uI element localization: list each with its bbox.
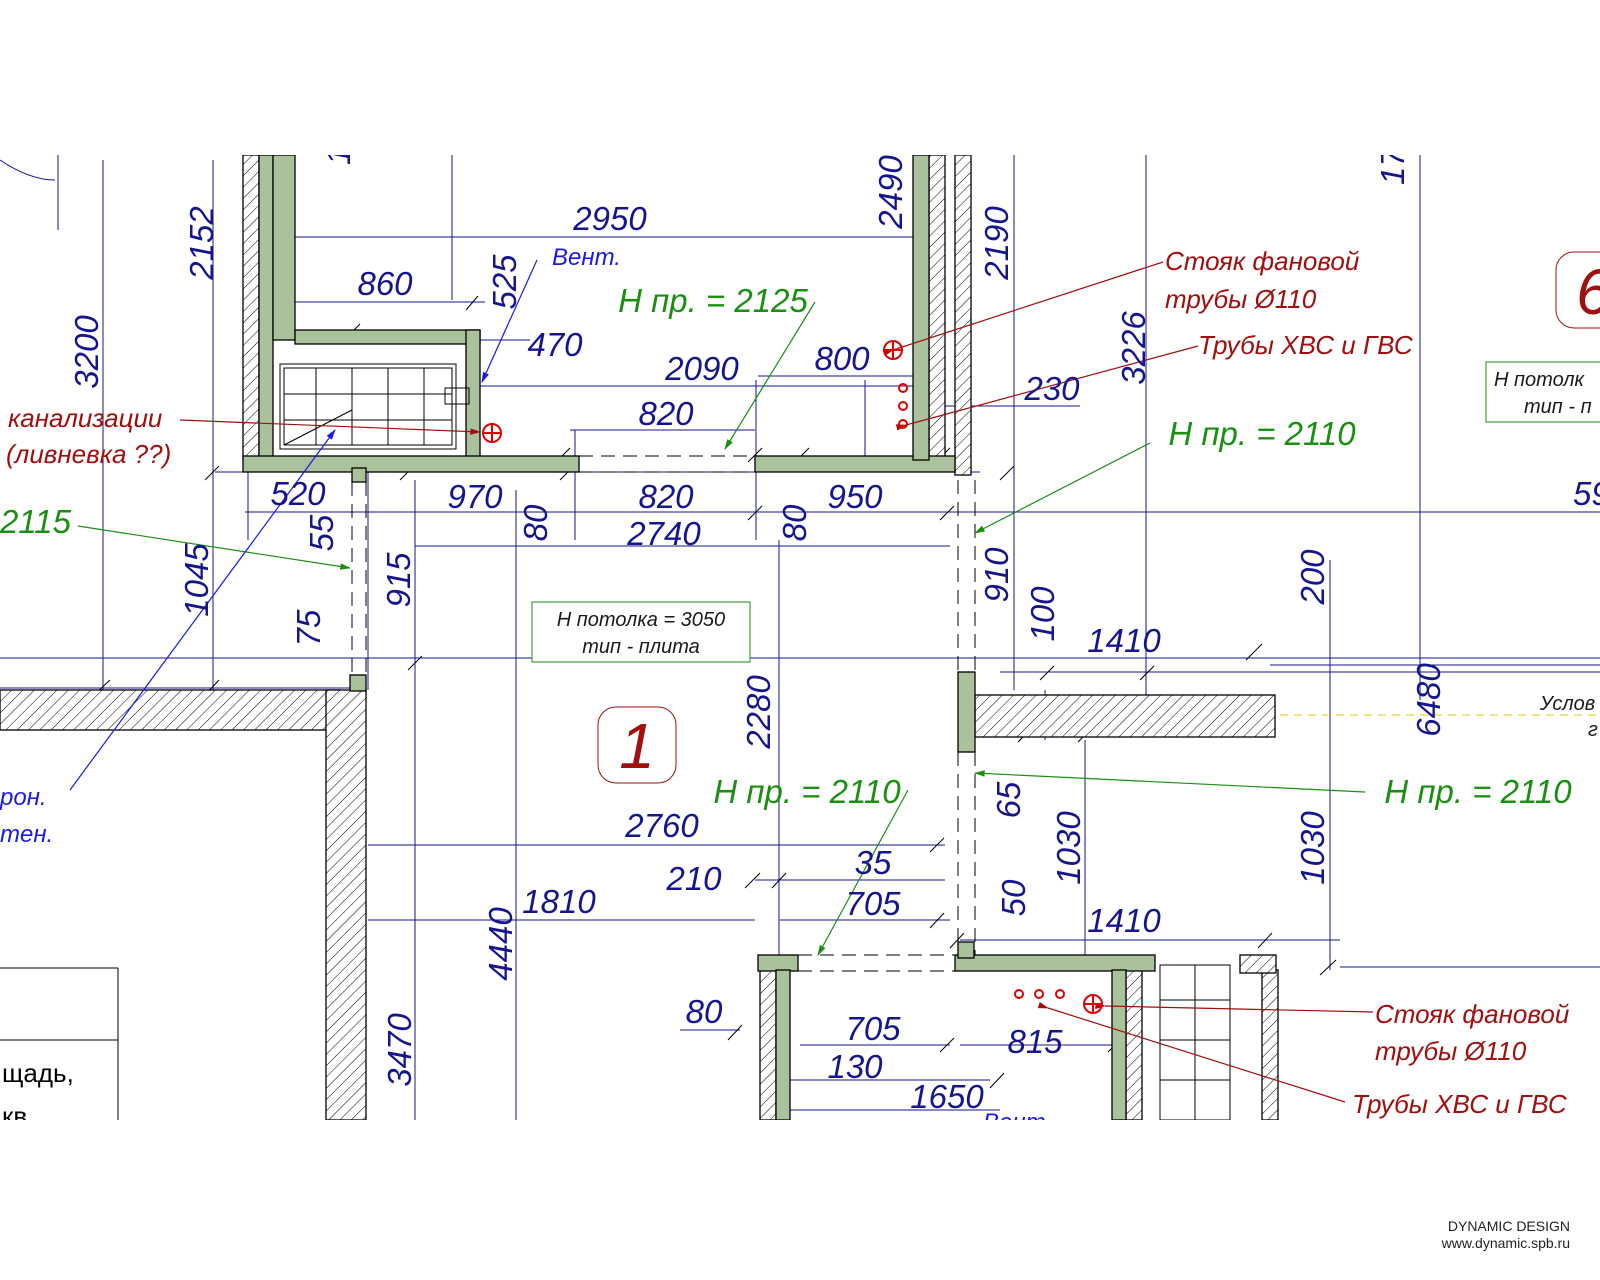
dim-820-top: 820 bbox=[638, 395, 694, 432]
opening-height-2110-center: H пр. = 2110 bbox=[713, 773, 901, 810]
ceiling-height-label: H потолка = 3050 bbox=[557, 609, 725, 631]
dim-2740: 2740 bbox=[626, 515, 701, 552]
room-number-1: 1 bbox=[619, 710, 655, 782]
dim-915: 915 bbox=[380, 552, 417, 608]
dim-3226: 3226 bbox=[1115, 311, 1152, 385]
door-openings bbox=[351, 455, 976, 972]
table-unit-label: кв bbox=[2, 1101, 27, 1131]
dim-59: 59 bbox=[1573, 475, 1600, 512]
dim-6480: 6480 bbox=[1410, 663, 1447, 737]
dim-910: 910 bbox=[978, 547, 1015, 603]
dim-800: 800 bbox=[814, 340, 870, 377]
riser-bottom-line1: Стояк фановой bbox=[1375, 999, 1569, 1029]
dim-3470: 3470 bbox=[381, 1013, 418, 1087]
dim-230: 230 bbox=[1023, 370, 1080, 407]
dim-1045: 1045 bbox=[178, 543, 215, 617]
dimension-lines bbox=[0, 236, 1600, 1111]
fixture-bottom bbox=[1159, 964, 1231, 1120]
ceiling-type-label-right: тип - п bbox=[1524, 396, 1592, 418]
riser-top-line2: трубы Ø110 bbox=[1165, 284, 1317, 314]
partition-walls bbox=[242, 155, 1156, 1120]
left-note-line1: рон. bbox=[0, 784, 47, 811]
dim-860: 860 bbox=[357, 265, 413, 302]
dim-2090: 2090 bbox=[664, 350, 739, 387]
pipe-symbols bbox=[482, 340, 1103, 1014]
dim-50: 50 bbox=[995, 879, 1032, 916]
dim-75: 75 bbox=[290, 609, 327, 646]
room-number-6: 6 bbox=[1576, 256, 1600, 328]
dim-200: 200 bbox=[1294, 549, 1331, 606]
dim-1410-top: 1410 bbox=[1087, 622, 1161, 659]
dim-950: 950 bbox=[827, 478, 883, 515]
dim-1410-bottom: 1410 bbox=[1087, 902, 1161, 939]
dim-470: 470 bbox=[527, 326, 583, 363]
conditional-label-line2: г bbox=[1588, 719, 1598, 741]
ceiling-height-label-right: H потолк bbox=[1494, 369, 1586, 391]
dim-520: 520 bbox=[270, 475, 326, 512]
room-tag-6 bbox=[1555, 251, 1600, 329]
dim-1810: 1810 bbox=[522, 883, 596, 920]
dim-1030-left: 1030 bbox=[1050, 811, 1087, 885]
dim-2760: 2760 bbox=[624, 807, 699, 844]
ceiling-type-label: тип - плита bbox=[582, 636, 700, 658]
room-tag-1 bbox=[597, 706, 677, 784]
company-name: DYNAMIC DESIGN bbox=[1447, 1218, 1570, 1234]
dim-80-right: 80 bbox=[776, 504, 813, 541]
dim-3200: 3200 bbox=[68, 315, 105, 389]
area-table bbox=[0, 967, 119, 1120]
dim-35: 35 bbox=[855, 844, 892, 881]
opening-height-2125: H пр. = 2125 bbox=[618, 282, 808, 319]
dim-80-bottom: 80 bbox=[686, 993, 723, 1030]
dim-4440: 4440 bbox=[482, 907, 519, 981]
left-note-line2: тен. bbox=[0, 821, 53, 848]
opening-height-2110-right: H пр. = 2110 bbox=[1384, 773, 1572, 810]
dim-55: 55 bbox=[303, 514, 340, 551]
dim-815: 815 bbox=[1007, 1023, 1063, 1060]
conditional-label-line1: Услов bbox=[1539, 693, 1595, 715]
dim-1030-right: 1030 bbox=[1294, 811, 1331, 885]
dim-705-top: 705 bbox=[845, 885, 901, 922]
dim-2950: 2950 bbox=[572, 200, 647, 237]
extension-lines bbox=[57, 155, 1421, 1120]
footer-credits: DYNAMIC DESIGN www.dynamic.spb.ru bbox=[1442, 1218, 1570, 1252]
dim-17-top: 17 bbox=[1374, 147, 1411, 185]
dim-2152: 2152 bbox=[183, 206, 220, 280]
dim-2190: 2190 bbox=[978, 206, 1015, 281]
ceiling-box-center bbox=[531, 601, 751, 663]
riser-bottom-line2: трубы Ø110 bbox=[1375, 1036, 1527, 1066]
opening-height-2110-top: H пр. = 2110 bbox=[1168, 415, 1356, 452]
exterior-walls bbox=[0, 155, 1279, 1120]
dim-1-top: 1 bbox=[320, 147, 357, 165]
dim-130: 130 bbox=[827, 1048, 883, 1085]
dim-820-bottom: 820 bbox=[638, 478, 694, 515]
dim-705-bottom: 705 bbox=[845, 1010, 901, 1047]
dim-65: 65 bbox=[990, 781, 1027, 818]
dim-2490: 2490 bbox=[872, 155, 909, 230]
ceiling-box-right bbox=[1485, 361, 1600, 423]
dim-100: 100 bbox=[1024, 586, 1061, 642]
opening-height-2115: 2115 bbox=[0, 503, 72, 540]
dim-525: 525 bbox=[486, 254, 523, 310]
table-area-label: щадь, bbox=[2, 1058, 74, 1088]
vent-top-label: Вент. bbox=[552, 244, 621, 271]
pipes-top-label: Трубы ХВС и ГВС bbox=[1198, 330, 1413, 360]
sewer-label-line2: (ливневка ??) bbox=[6, 439, 171, 469]
vent-bottom-label: Вент. bbox=[983, 1109, 1052, 1136]
shower-tray bbox=[279, 363, 470, 450]
sewer-label-line1: канализации bbox=[8, 403, 162, 433]
pipes-bottom-label: Трубы ХВС и ГВС bbox=[1352, 1089, 1567, 1119]
dim-210: 210 bbox=[665, 860, 722, 897]
dim-1650: 1650 bbox=[910, 1078, 984, 1115]
company-website: www.dynamic.spb.ru bbox=[1441, 1235, 1570, 1251]
dim-970: 970 bbox=[447, 478, 503, 515]
riser-top-line1: Стояк фановой bbox=[1165, 246, 1359, 276]
dim-80-left: 80 bbox=[517, 504, 554, 541]
dim-2280: 2280 bbox=[740, 675, 777, 750]
